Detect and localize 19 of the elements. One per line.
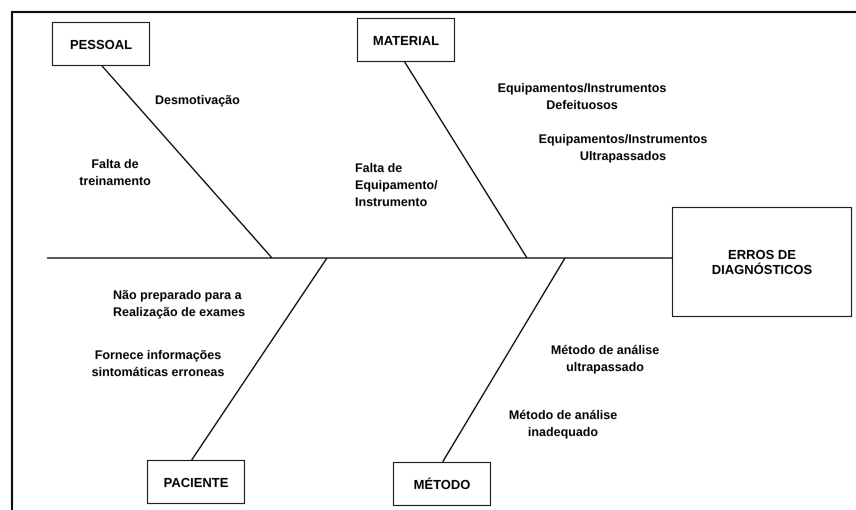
cause-label: Equipamentos/Instrumentos Ultrapassados [538, 131, 708, 165]
category-box: MATERIAL [357, 18, 455, 62]
bone-line [404, 62, 528, 258]
category-box: PACIENTE [147, 460, 245, 504]
effect-box: ERROS DE DIAGNÓSTICOS [672, 207, 852, 317]
cause-label: Método de análise inadequado [508, 407, 618, 441]
bone-line [442, 258, 566, 462]
bone-line [191, 258, 328, 460]
cause-label: Falta de Equipamento/ Instrumento [355, 160, 439, 211]
cause-label: Fornece informações sintomáticas erroneas [90, 347, 226, 381]
category-box: MÉTODO [393, 462, 491, 506]
cause-label: Desmotivação [155, 92, 241, 109]
cause-label: Falta de treinamento [78, 156, 152, 190]
bone-line [102, 66, 272, 258]
cause-label: Equipamentos/Instrumentos Defeituosos [496, 80, 668, 114]
cause-label: Não preparado para a Realização de exames [113, 287, 246, 321]
spine-line [47, 257, 672, 259]
category-box: PESSOAL [52, 22, 150, 66]
cause-label: Método de análise ultrapassado [550, 342, 660, 376]
